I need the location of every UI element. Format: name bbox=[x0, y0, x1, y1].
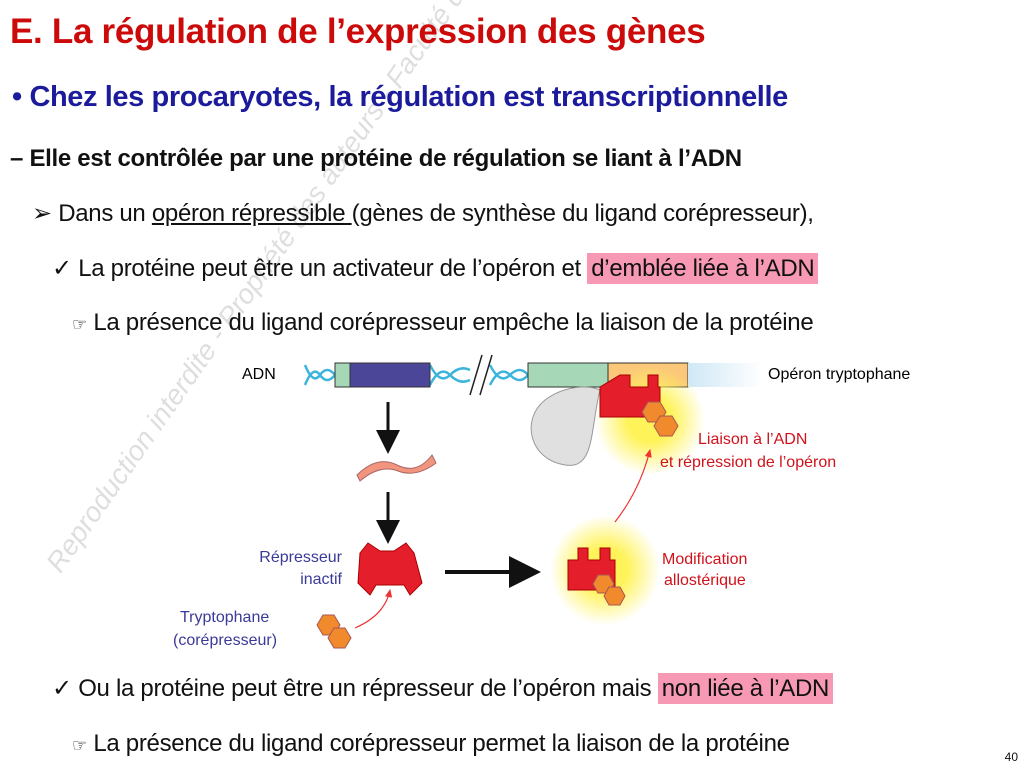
bullet-text: Ou la protéine peut être un répresseur d… bbox=[78, 675, 658, 702]
repressor-label-1: Répresseur bbox=[259, 549, 342, 566]
binding-label-1: Liaison à l’ADN bbox=[698, 431, 808, 448]
binding-label-2: et répression de l’opéron bbox=[660, 454, 837, 471]
bullet-level5: ☞ La présence du ligand corépresseur per… bbox=[72, 730, 790, 758]
highlighted-text: non liée à l’ADN bbox=[657, 673, 834, 704]
bullet-marker: • bbox=[12, 81, 22, 113]
check-icon: ✓ bbox=[52, 675, 72, 702]
bullet-level4-repressor: ✓ Ou la protéine peut être un répresseur… bbox=[52, 673, 834, 704]
arrow-marker-icon: ➢ bbox=[32, 200, 52, 227]
bullet-text: La présence du ligand corépresseur empêc… bbox=[93, 309, 814, 336]
bullet-level3: ➢ Dans un opéron répressible (gènes de s… bbox=[32, 199, 814, 228]
inactive-repressor bbox=[357, 542, 423, 596]
check-icon: ✓ bbox=[52, 255, 72, 282]
slide-title: E. La régulation de l’expression des gèn… bbox=[10, 12, 706, 51]
tryptophan-label-1: Tryptophane bbox=[180, 609, 270, 626]
bullet-text: La présence du ligand corépresseur perme… bbox=[93, 730, 790, 757]
bullet-level5: ☞ La présence du ligand corépresseur emp… bbox=[72, 309, 814, 337]
allosteric-label-1: Modification bbox=[662, 551, 748, 568]
pointing-hand-icon: ☞ bbox=[72, 315, 87, 334]
dash-marker: – bbox=[10, 145, 24, 172]
pointing-hand-icon: ☞ bbox=[72, 736, 87, 755]
bullet-level4-activator: ✓ La protéine peut être un activateur de… bbox=[52, 253, 819, 284]
rna-polymerase-blob bbox=[530, 386, 601, 466]
bullet-text: La protéine peut être un activateur de l… bbox=[78, 255, 588, 282]
underlined-term: opéron répressible bbox=[151, 200, 352, 227]
bullet-text: Chez les procaryotes, la régulation est … bbox=[29, 81, 788, 113]
allosteric-label-2: allostérique bbox=[664, 572, 746, 589]
repressor-label-2: inactif bbox=[300, 571, 342, 588]
highlighted-text: d’emblée liée à l’ADN bbox=[587, 253, 819, 284]
page-number: 40 bbox=[1004, 750, 1018, 764]
bullet-text: Elle est contrôlée par une protéine de r… bbox=[29, 145, 742, 172]
tryptophan-label-2: (corépresseur) bbox=[173, 632, 278, 649]
bullet-text-suffix: (gènes de synthèse du ligand corépresseu… bbox=[351, 200, 814, 227]
dna-label: ADN bbox=[242, 366, 276, 383]
bullet-text: Dans un bbox=[58, 200, 152, 227]
mrna bbox=[356, 454, 437, 482]
operon-label: Opéron tryptophane bbox=[768, 366, 911, 383]
bullet-level1: • Chez les procaryotes, la régulation es… bbox=[12, 81, 788, 114]
bullet-level2: – Elle est contrôlée par une protéine de… bbox=[10, 145, 742, 173]
